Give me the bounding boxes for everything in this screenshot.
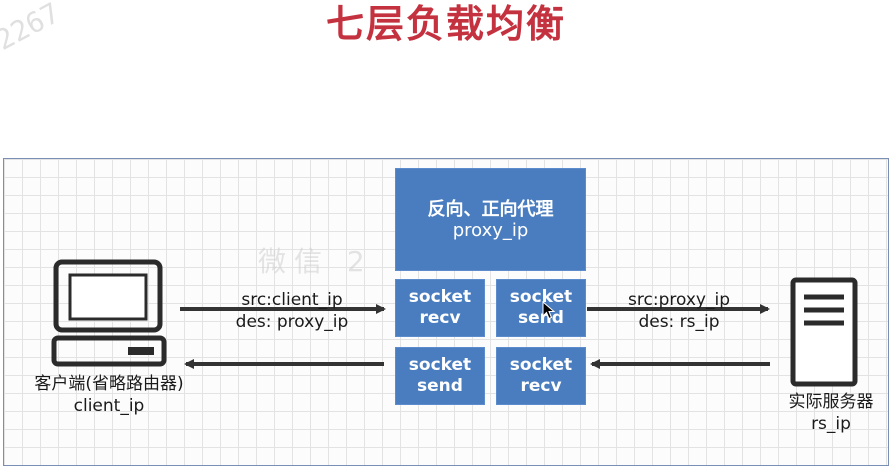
socket-label: socket — [509, 287, 573, 307]
socket-op: send — [518, 308, 564, 328]
socket-op: send — [417, 376, 463, 396]
des-proxy-ip: des: proxy_ip — [235, 312, 349, 332]
proxy-box: 反向、正向代理 proxy_ip — [395, 168, 586, 271]
server-name: 实际服务器 — [788, 392, 874, 412]
socket-op: recv — [520, 376, 562, 396]
client-ip: client_ip — [73, 396, 145, 416]
src-proxy-ip: src:proxy_ip — [628, 290, 730, 310]
socket-send-server-side: socket send — [496, 279, 586, 337]
des-rs-ip: des: rs_ip — [638, 312, 720, 332]
client-computer-icon — [51, 259, 167, 367]
proxy-request-label: src:proxy_ip des: rs_ip — [618, 289, 740, 333]
socket-label: socket — [408, 355, 472, 375]
server-caption: 实际服务器 rs_ip — [772, 391, 890, 435]
socket-send-client-side: socket send — [395, 347, 485, 405]
socket-op: recv — [419, 308, 461, 328]
src-client-ip: src:client_ip — [241, 290, 343, 310]
server-icon — [790, 277, 858, 387]
socket-recv-client-side: socket recv — [395, 279, 485, 337]
server-ip: rs_ip — [811, 414, 851, 434]
client-request-label: src:client_ip des: proxy_ip — [218, 289, 366, 333]
client-name: 客户端(省略路由器) — [34, 374, 184, 394]
proxy-title: 反向、正向代理 — [427, 198, 554, 220]
mouse-cursor-icon — [542, 301, 556, 320]
socket-recv-server-side: socket recv — [496, 347, 586, 405]
proxy-ip: proxy_ip — [452, 219, 529, 241]
watermark-center: 微信 2 — [258, 245, 373, 278]
client-caption: 客户端(省略路由器) client_ip — [14, 373, 204, 417]
slide-title: 七层负载均衡 — [325, 2, 566, 46]
socket-label: socket — [408, 287, 472, 307]
socket-label: socket — [509, 355, 573, 375]
